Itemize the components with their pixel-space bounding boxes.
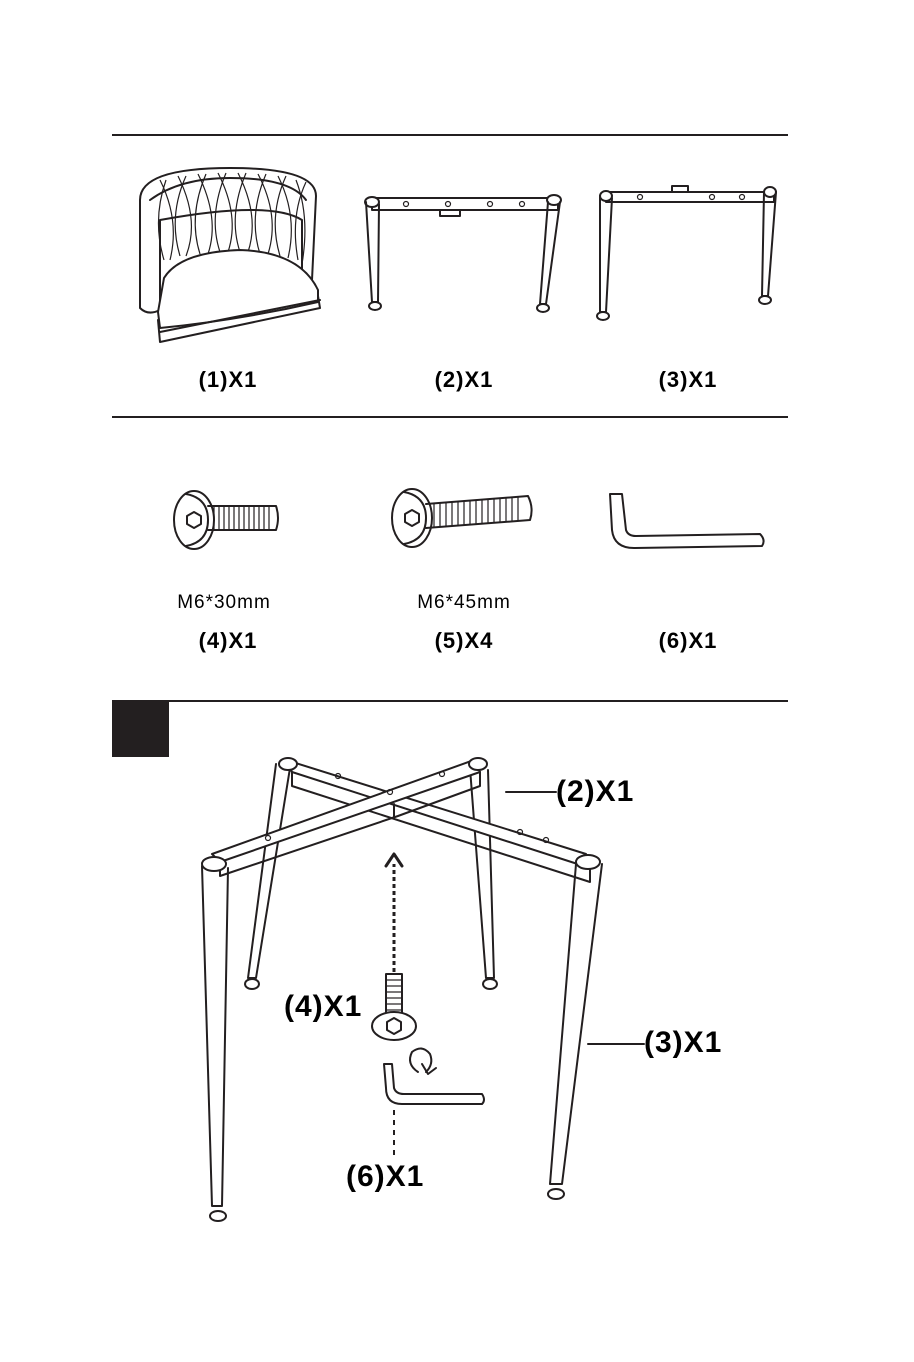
chair-seat-icon (120, 160, 330, 350)
step-rule (112, 700, 788, 702)
bolt-5-label: (5)X4 (404, 628, 524, 654)
top-rule (112, 134, 788, 136)
callout-frame-3: (3)X1 (644, 1026, 722, 1060)
callout-bolt-4: (4)X1 (284, 990, 362, 1024)
middle-rule (112, 416, 788, 418)
callout-key-6: (6)X1 (346, 1160, 424, 1194)
bolt-4-label: (4)X1 (168, 628, 288, 654)
leg-frame-rear-icon (592, 182, 782, 328)
callout-frame-2: (2)X1 (556, 775, 634, 809)
bolt-short-icon (172, 488, 282, 552)
bolt-4-assembly-icon (372, 974, 416, 1040)
bolt-5-spec: M6*45mm (384, 592, 544, 614)
part-2-label: (2)X1 (404, 367, 524, 393)
bolt-4-spec: M6*30mm (144, 592, 304, 614)
leg-frame-front-icon (360, 190, 566, 320)
key-6-label: (6)X1 (628, 628, 748, 654)
part-3-label: (3)X1 (628, 367, 748, 393)
allen-key-icon (604, 490, 770, 556)
step-number-box (112, 701, 169, 757)
bolt-long-icon (390, 486, 538, 550)
part-1-label: (1)X1 (168, 367, 288, 393)
